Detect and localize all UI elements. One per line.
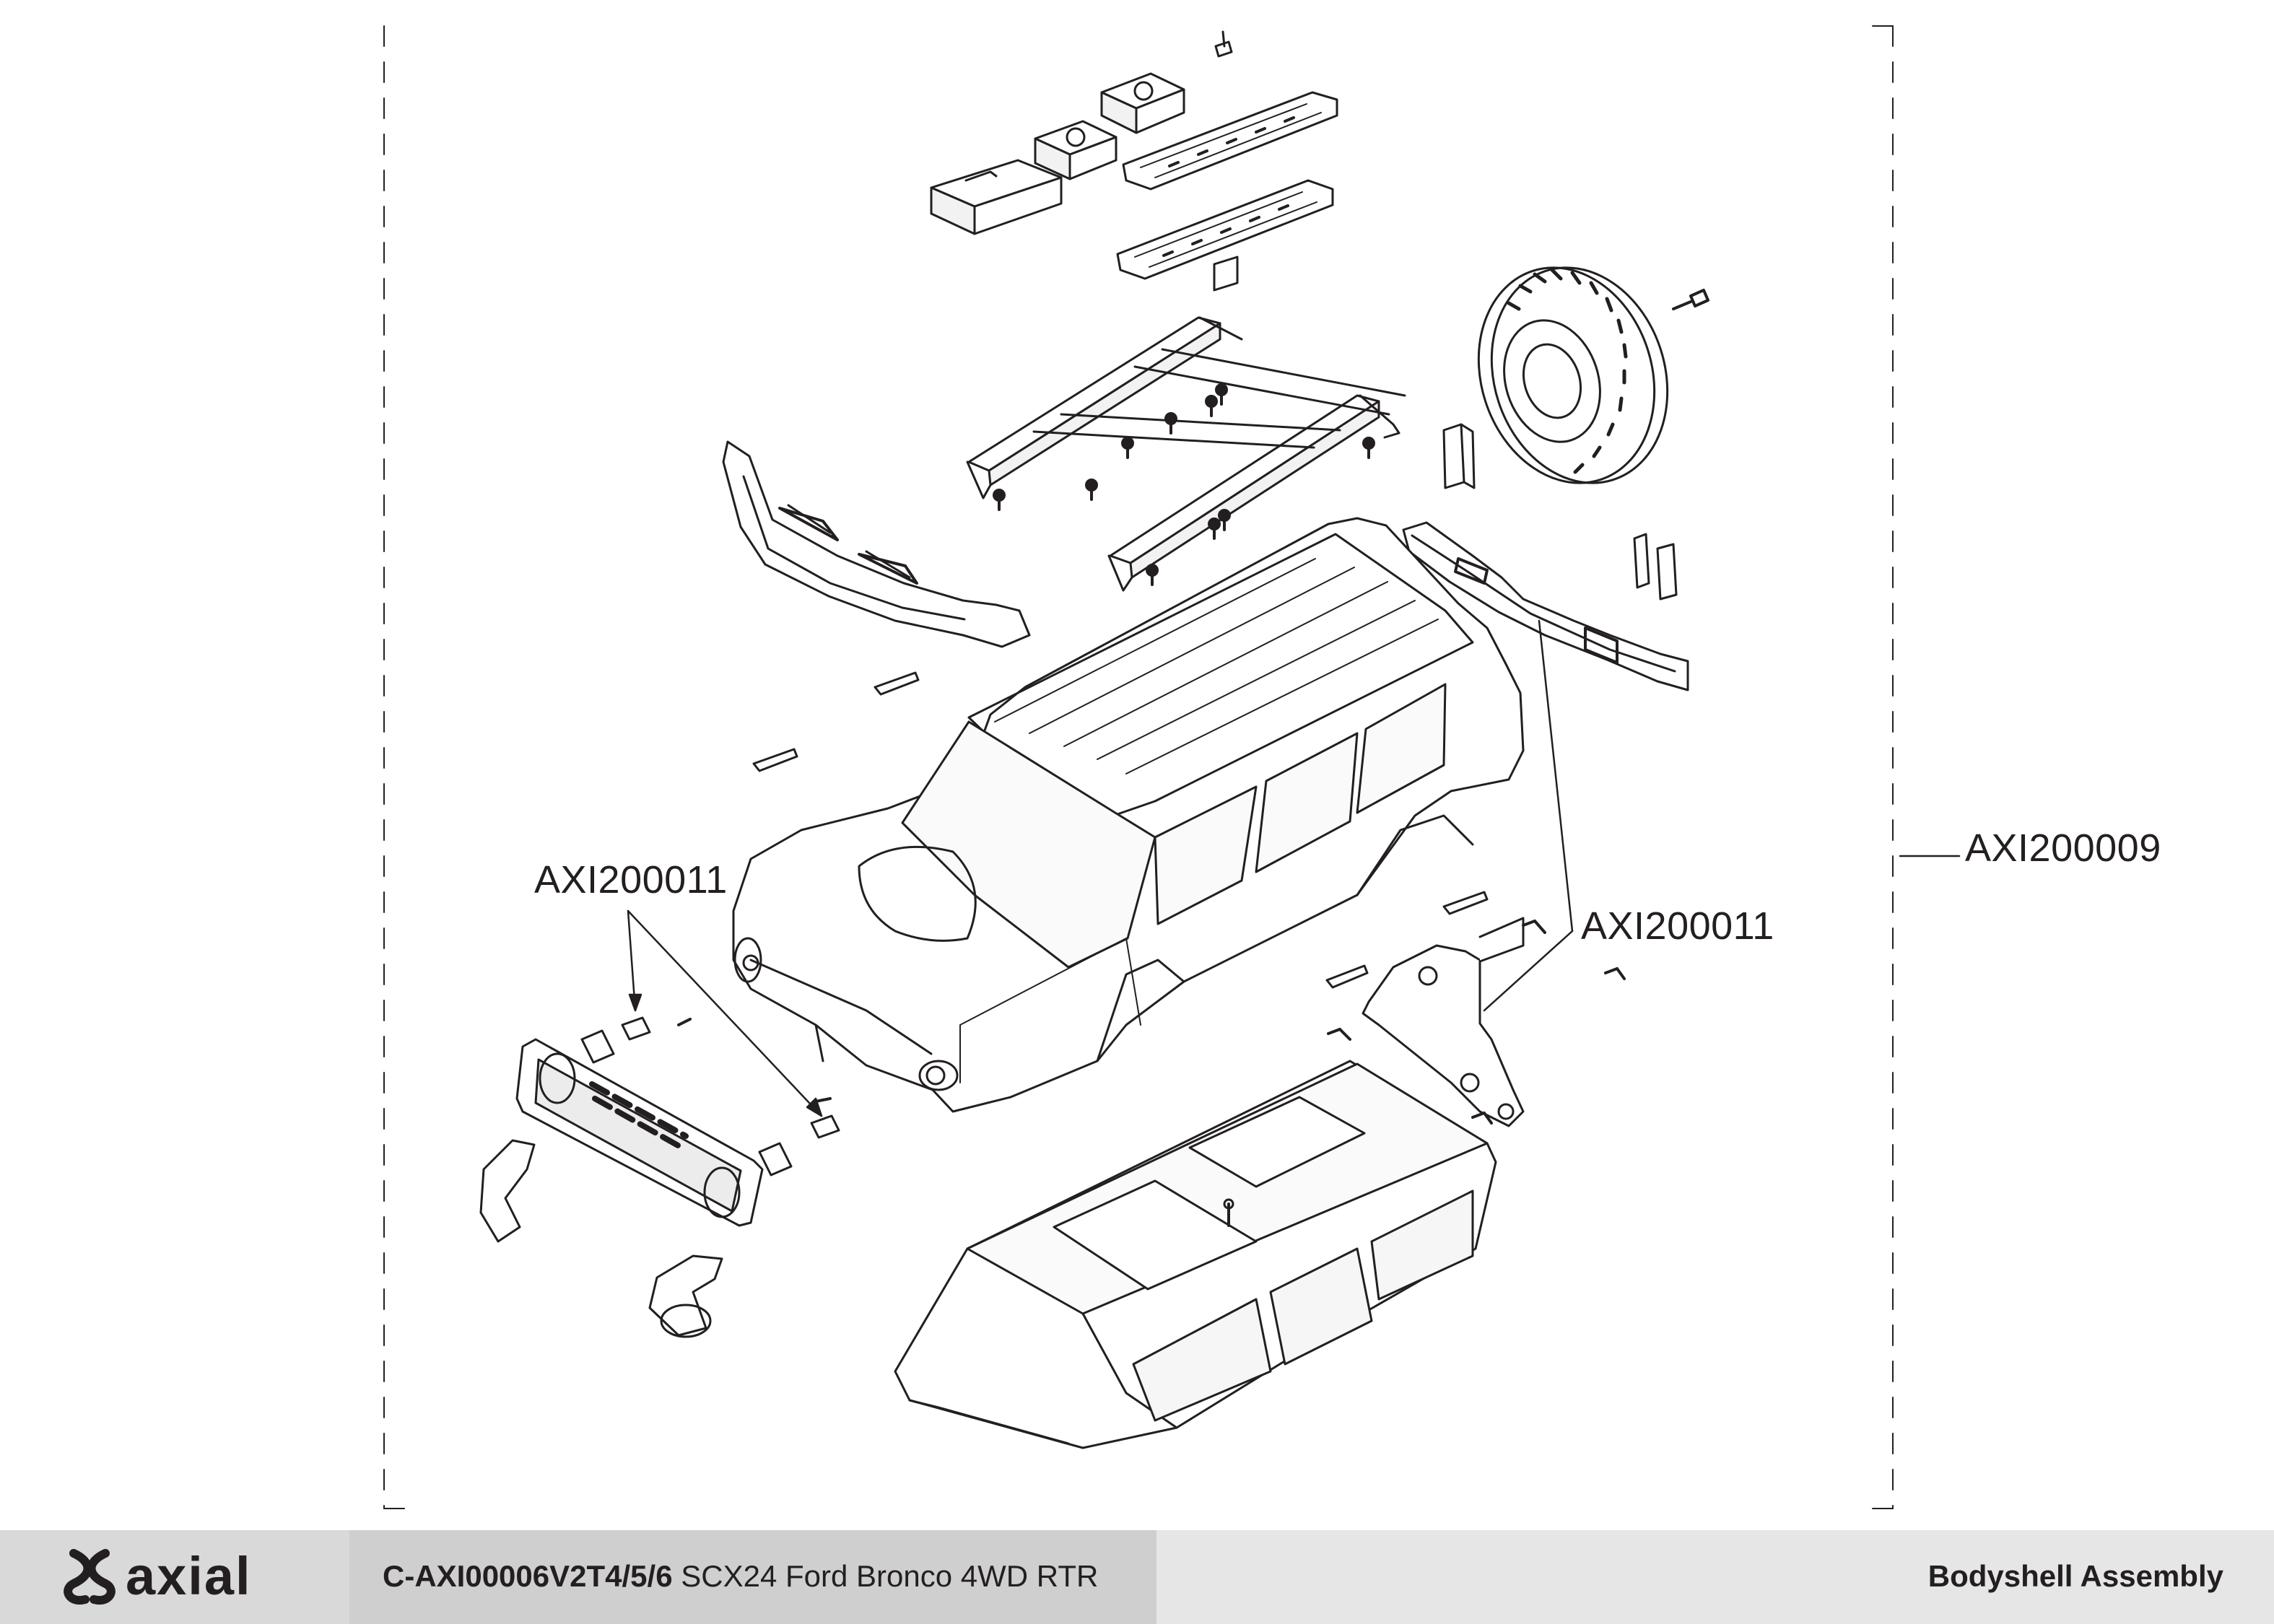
brand-logo: axial <box>64 1546 252 1607</box>
rear-bumper-brackets <box>1633 533 1678 601</box>
part-number-rear-lights: AXI200011 <box>1581 904 1774 948</box>
model-title: C-AXI00006V2T4/5/6 SCX24 Ford Bronco 4WD… <box>383 1559 1098 1594</box>
inner-body-tray <box>894 1060 1497 1449</box>
rack-screws <box>993 383 1375 586</box>
exploded-parts-diagram <box>383 25 1961 1509</box>
jerry-can-right <box>1100 72 1185 134</box>
tool-box <box>930 159 1063 235</box>
bracket-screws <box>1327 920 1626 1125</box>
title-block: axial C-AXI00006V2T4/5/6 SCX24 Ford Bron… <box>0 1530 2274 1624</box>
tire-screw <box>1672 289 1709 310</box>
front-grille <box>515 1038 764 1227</box>
leader-lines <box>627 619 1961 1117</box>
headlight-buckets <box>479 1139 723 1338</box>
brand-block: axial <box>0 1530 349 1624</box>
jerry-can-left <box>1034 120 1118 180</box>
rear-bumper <box>1402 521 1689 691</box>
recovery-board-top <box>1122 91 1338 191</box>
tire-carrier-bracket <box>1362 917 1525 1127</box>
spare-tire <box>1477 266 1669 484</box>
model-name: SCX24 Ford Bronco 4WD RTR <box>681 1559 1099 1593</box>
section-title: Bodyshell Assembly <box>1927 1559 2223 1593</box>
front-bumper <box>722 440 1031 648</box>
axial-logo-icon <box>64 1549 116 1605</box>
recovery-board-bottom <box>1116 179 1334 280</box>
roof-rack <box>966 316 1406 592</box>
bronco-body-shell <box>732 517 1525 1113</box>
board-mount <box>1213 30 1239 292</box>
model-code: C-AXI00006V2T4/5/6 <box>383 1559 673 1593</box>
tire-mount <box>1442 423 1476 489</box>
part-number-body-kit: AXI200009 <box>1965 826 2161 870</box>
model-block: C-AXI00006V2T4/5/6 SCX24 Ford Bronco 4WD… <box>349 1530 1156 1624</box>
body-clips <box>752 671 1489 989</box>
front-light-pieces <box>580 1016 840 1176</box>
dashed-frame <box>383 25 1894 1509</box>
section-block: Bodyshell Assembly <box>1156 1530 2274 1624</box>
part-number-front-lights: AXI200011 <box>534 858 728 902</box>
brand-name: axial <box>126 1546 252 1606</box>
